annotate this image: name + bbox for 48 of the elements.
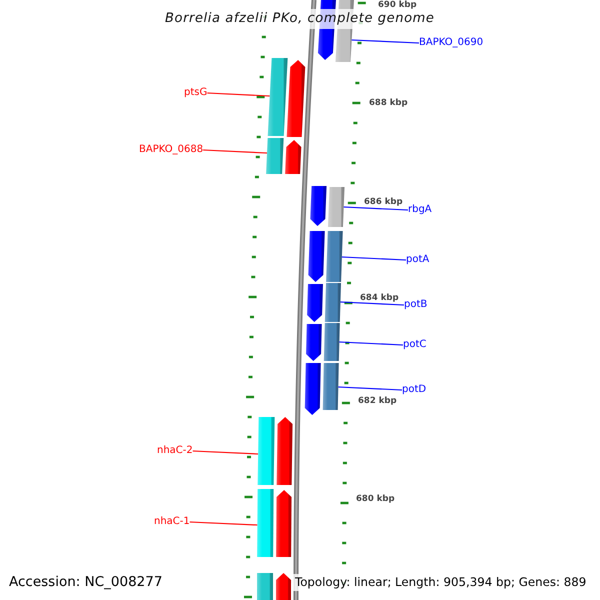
scale-label: 682 kbp	[358, 395, 397, 407]
leader-line	[352, 39, 420, 44]
scale-label: 690 kbp	[378, 0, 417, 11]
gene-bar	[257, 573, 274, 600]
scale-label: 688 kbp	[369, 97, 408, 109]
gene-bar	[268, 58, 288, 136]
gene-bar	[324, 323, 340, 361]
leader-line	[339, 341, 404, 346]
gene-label: nhaC-2	[157, 445, 193, 457]
pointed-gene-block	[285, 140, 302, 174]
pointed-gene-block	[306, 324, 322, 361]
footer-text: Topology: linear; Length: 905,394 bp; Genes: 889	[293, 574, 588, 590]
gene-label: potD	[402, 384, 426, 396]
gene-bar	[324, 283, 342, 322]
gene-label: nhaC-1	[154, 516, 190, 528]
pointed-gene-block	[304, 363, 321, 415]
gene-bar	[258, 417, 275, 485]
gene-label: BAPKO_0688	[139, 144, 204, 156]
leader-line	[344, 206, 408, 211]
leader-line	[192, 450, 258, 455]
scale-label: 680 kbp	[356, 493, 395, 505]
pointed-gene-block	[310, 186, 327, 226]
scale-label: 686 kbp	[364, 196, 403, 208]
footer-text: Accession: NC_008277	[9, 574, 162, 590]
leader-line	[338, 386, 402, 391]
gene-bar	[257, 489, 274, 557]
gene-bar	[322, 363, 339, 410]
pointed-gene-block	[276, 490, 292, 557]
leader-line	[342, 256, 406, 261]
leader-line	[340, 301, 404, 306]
pointed-gene-block	[276, 417, 293, 485]
leader-line	[190, 521, 258, 526]
gene-bar	[328, 187, 345, 227]
leader-line	[203, 149, 268, 154]
pointed-gene-block	[286, 60, 306, 137]
pointed-gene-block	[308, 231, 325, 282]
gene-label: BAPKO_0690	[419, 37, 484, 49]
gene-label: potC	[403, 339, 426, 351]
gene-label: potA	[406, 254, 430, 266]
gene-label: rbgA	[408, 204, 432, 216]
pointed-gene-block	[276, 573, 292, 600]
gene-bar	[266, 138, 284, 174]
scale-label: 684 kbp	[360, 292, 399, 304]
gene-bar	[326, 231, 343, 282]
pointed-gene-block	[307, 284, 323, 322]
gene-label: potB	[404, 299, 428, 311]
gene-label: ptsG	[184, 87, 208, 99]
leader-line	[207, 92, 270, 97]
